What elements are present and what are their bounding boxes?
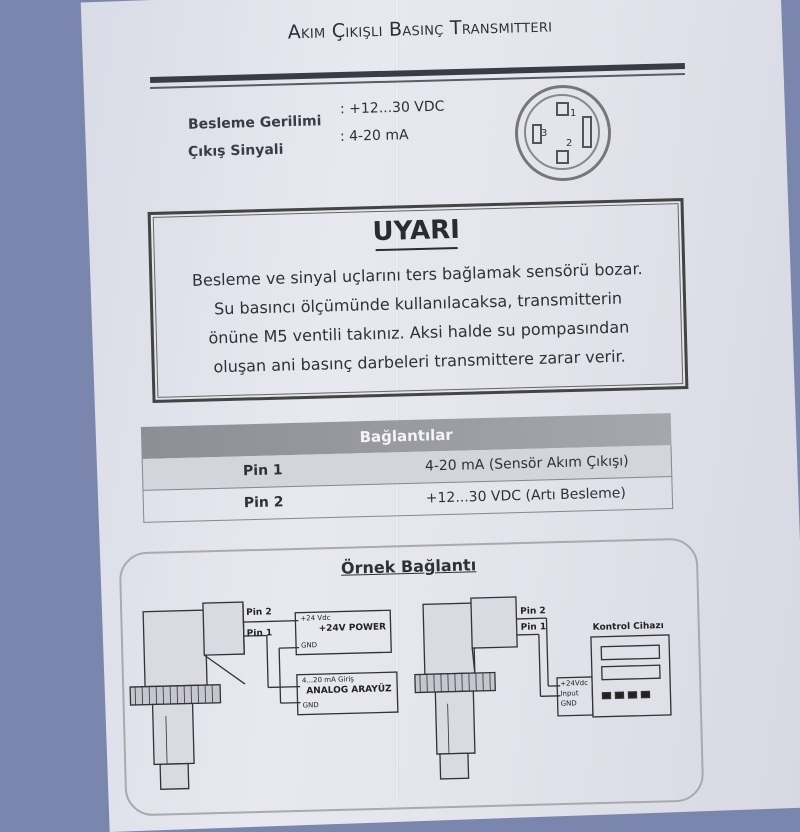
right-pin1-label: Pin 1 [521,622,547,633]
right-vdc-label: +24Vdc [560,679,588,688]
left-analog-name: ANALOG ARAYÜZ [306,684,392,696]
left-pin2-label: Pin 2 [246,607,272,618]
left-power-gnd-label: GND [301,641,317,649]
left-power-vdc-label: +24 Vdc [300,614,330,623]
left-pin1-label: Pin 1 [247,628,273,639]
right-gnd-label: GND [561,699,577,707]
right-device-name: Kontrol Cihazı [593,621,664,633]
left-analog-gnd-label: GND [303,701,319,709]
diagram-labels: Pin 2 Pin 1 +24 Vdc +24V POWER GND 4...2… [0,0,800,810]
right-input-label: Input [560,689,578,697]
right-pin2-label: Pin 2 [520,606,546,617]
left-power-name: +24V POWER [319,622,387,634]
left-analog-input-label: 4...20 mA Giriş [302,675,354,684]
